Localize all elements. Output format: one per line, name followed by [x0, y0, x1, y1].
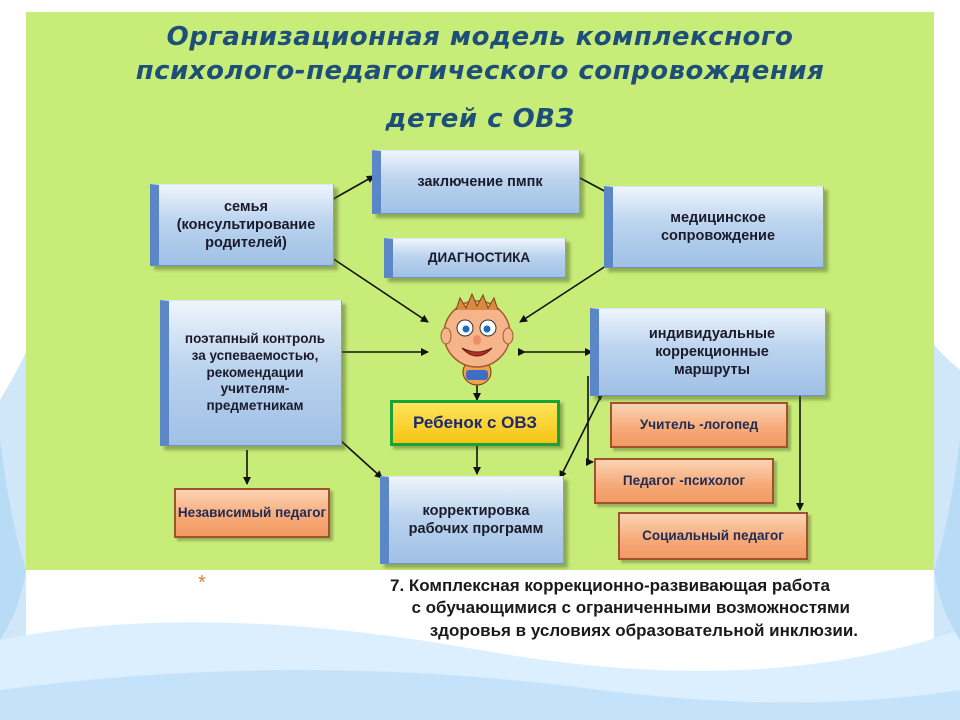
child-icon: [440, 292, 514, 386]
caption-line-1: 7. Комплексная коррекционно-развивающая …: [389, 576, 830, 595]
box-child-with-ovz: Ребенок с ОВЗ: [390, 400, 560, 446]
box-speech-therapist: Учитель -логопед: [610, 402, 788, 448]
caption-bullet: *: [198, 572, 206, 594]
box-routes: индивидуальные коррекционные маршруты: [590, 308, 826, 396]
box-medical: медицинское сопровождение: [604, 186, 824, 268]
box-independent-teacher: Независимый педагог: [174, 488, 330, 538]
box-family: семья (консультирование родителей): [150, 184, 334, 266]
box-pmpk: заключение пмпк: [372, 150, 580, 214]
title-line-1: Организационная модель комплексного: [166, 22, 794, 52]
box-programs: корректировка рабочих программ: [380, 476, 564, 564]
box-diagnostics: ДИАГНОСТИКА: [384, 238, 566, 278]
box-social-teacher: Социальный педагог: [618, 512, 808, 560]
box-psychologist: Педагог -психолог: [594, 458, 774, 504]
box-control: поэтапный контроль за успеваемостью, рек…: [160, 300, 342, 446]
title-line-2: психолого-педагогического сопровождения: [135, 56, 825, 86]
caption-text: 7. Комплексная коррекционно-развивающая …: [180, 575, 870, 642]
caption-line-2: с обучающимися с ограниченными возможнос…: [411, 598, 850, 618]
title-line-3: детей с ОВЗ: [385, 104, 575, 134]
caption-line-3: здоровья в условиях образовательной инкл…: [429, 620, 858, 640]
